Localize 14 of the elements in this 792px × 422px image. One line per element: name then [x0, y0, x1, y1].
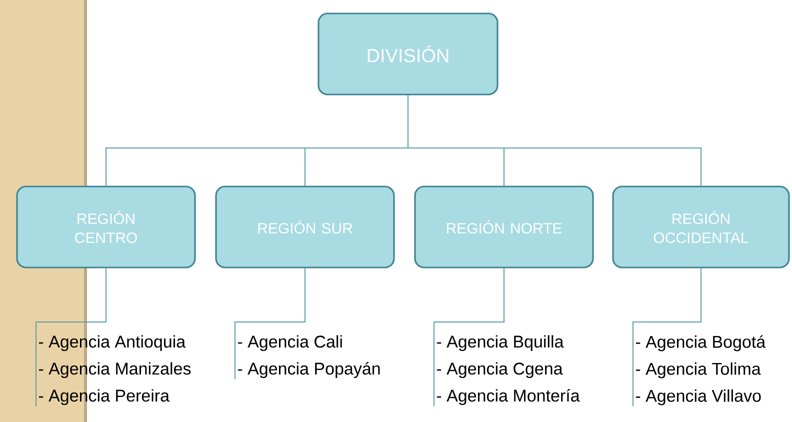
agency-list: - Agencia Bogotá - Agencia Tolima - Agencia Villavo: [636, 335, 766, 406]
connector: [434, 268, 504, 407]
title-box: DIVISIÓN: [318, 12, 498, 96]
connector: [408, 94, 702, 186]
region-box: REGIÓN OCCIDENTAL: [612, 186, 790, 268]
region-box: REGIÓN SUR: [215, 186, 395, 268]
agency-list: - Agencia Cali - Agencia Popayán: [238, 335, 380, 378]
connector: [36, 268, 106, 407]
connector: [234, 268, 306, 380]
connector: [632, 268, 702, 407]
agency-list: - Agencia Antioquia - Agencia Manizales - Agencia Pereira: [38, 335, 191, 406]
agency-list: - Agencia Bquilla - Agencia Cgena - Agencia Montería: [436, 335, 580, 406]
region-box: REGIÓN NORTE: [414, 186, 594, 268]
region-box: REGIÓN CENTRO: [16, 186, 196, 268]
